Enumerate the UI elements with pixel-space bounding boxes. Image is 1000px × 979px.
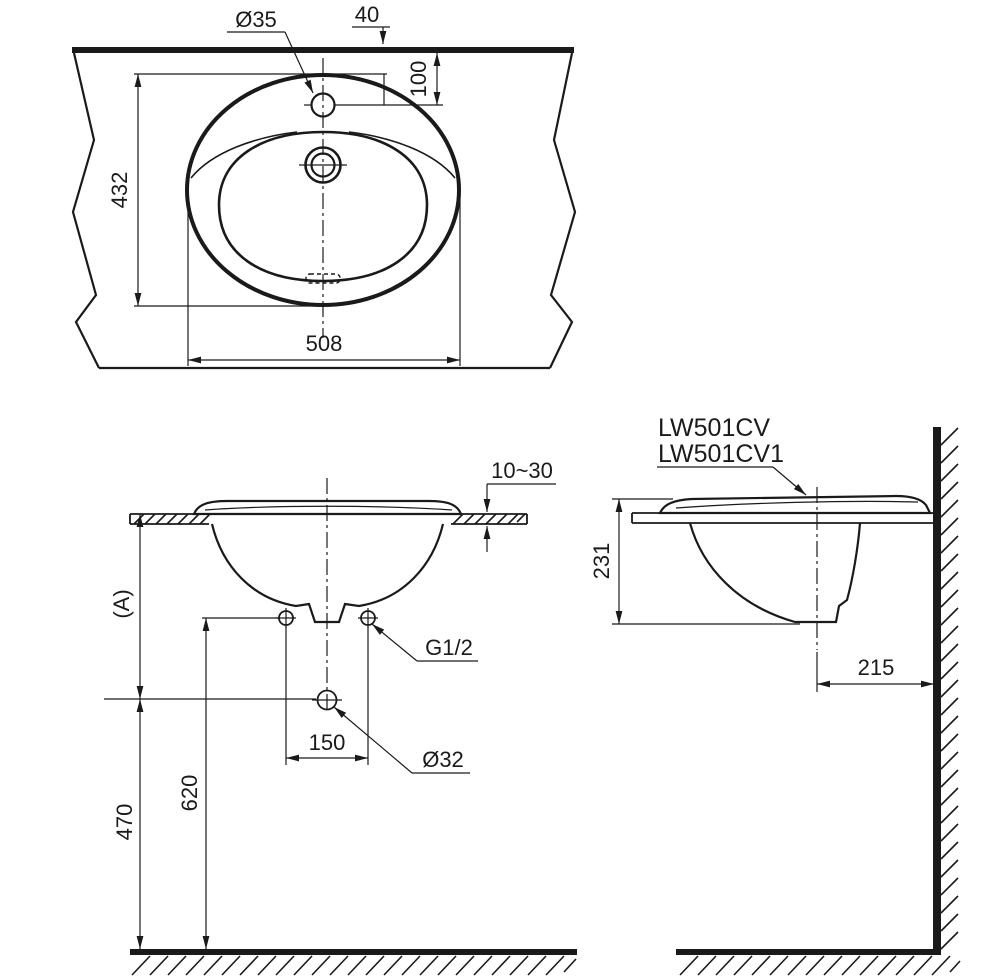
bowl-side [688,522,862,624]
leader-dia35-arrow [284,31,314,94]
rim-side-inner-line [675,500,919,509]
supply-hole-left-crosshair [276,608,296,628]
dim-label-dia32: Ø32 [422,747,464,772]
leader-model-arrow [772,466,807,496]
dim-label-432: 432 [107,172,132,209]
floor-hatch-right [679,955,961,976]
dim-label-231: 231 [589,543,614,580]
basin-outer-rim [185,73,461,307]
rim-side [658,494,932,515]
rim-front [192,499,463,516]
counter-section-right [451,513,528,525]
dim-label-10-30: 10~30 [491,458,553,483]
model-label-1: LW501CV [658,414,770,442]
front-view: 10~30 (A) 470 620 150 G1/2 [104,458,577,976]
dim-label-620: 620 [177,775,202,812]
counter-hatch-left [133,513,211,525]
dim-label-A: (A) [109,589,134,618]
dim-label-508: 508 [306,331,343,356]
supply-hole-right-crosshair [358,608,378,628]
dim-label-100: 100 [406,61,431,98]
dim-label-40: 40 [355,2,379,27]
dim-label-dia35: Ø35 [235,7,277,32]
counter-break-right [549,52,577,369]
basin-deck-curve-left [190,131,298,179]
model-label-2: LW501CV1 [658,440,784,468]
basin-inner-bowl [217,130,429,283]
rim-front-inner-line [204,505,453,511]
dim-label-215: 215 [858,655,895,680]
floor-hatch-left [131,955,577,976]
counter-break-left [71,52,100,369]
dim-label-150: 150 [309,730,346,755]
leader-g12-arrow [371,623,418,662]
dim-label-470: 470 [112,804,137,841]
side-view: LW501CV LW501CV1 231 215 [589,414,961,976]
leader-dia32-arrow [333,706,413,774]
top-view: 432 100 40 Ø35 508 [71,2,577,370]
counter-hatch-right [452,513,526,525]
counter-slab-side [631,512,933,524]
dim-label-g12: G1/2 [425,635,473,660]
wall-hatch [940,427,959,950]
basin-deck-curve-right [348,131,456,179]
